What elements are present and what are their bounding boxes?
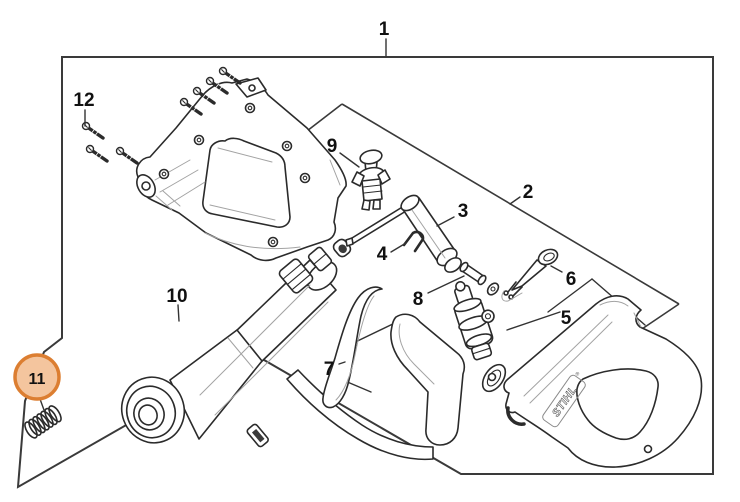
pin-part-8 xyxy=(459,261,487,286)
callout-11: 11 xyxy=(29,371,46,388)
tube-part-3 xyxy=(345,194,462,273)
leader-lines xyxy=(39,38,563,411)
screws-left-12 xyxy=(80,120,139,165)
callout-6: 6 xyxy=(566,269,577,290)
callout-labels: 1 2 3 4 5 6 7 8 9 10 12 11 xyxy=(29,19,577,388)
housing-part xyxy=(135,77,347,262)
barrel-part-10 xyxy=(120,238,352,448)
lever-part-6 xyxy=(501,248,559,302)
registered-mark: ® xyxy=(574,370,582,377)
callout-8: 8 xyxy=(413,289,424,310)
valve-assembly-5 xyxy=(453,281,507,393)
highlight-circle-11 xyxy=(13,353,61,401)
callout-1: 1 xyxy=(379,19,390,40)
callout-9: 9 xyxy=(327,136,338,157)
pistol-grip: STIHL ® xyxy=(503,295,703,468)
highlight-circle xyxy=(15,355,59,399)
callout-2: 2 xyxy=(523,182,534,203)
callout-4: 4 xyxy=(377,244,388,265)
callout-5: 5 xyxy=(561,308,572,329)
callout-12: 12 xyxy=(73,90,94,111)
callout-3: 3 xyxy=(458,201,469,222)
clip-part-4 xyxy=(402,230,425,253)
barrel-coupler xyxy=(278,258,314,294)
callout-7: 7 xyxy=(324,359,335,380)
handle-parts-7 xyxy=(286,286,497,461)
callout-10: 10 xyxy=(166,286,187,307)
valve-part-9 xyxy=(351,149,391,211)
spring-part-11 xyxy=(24,405,62,439)
